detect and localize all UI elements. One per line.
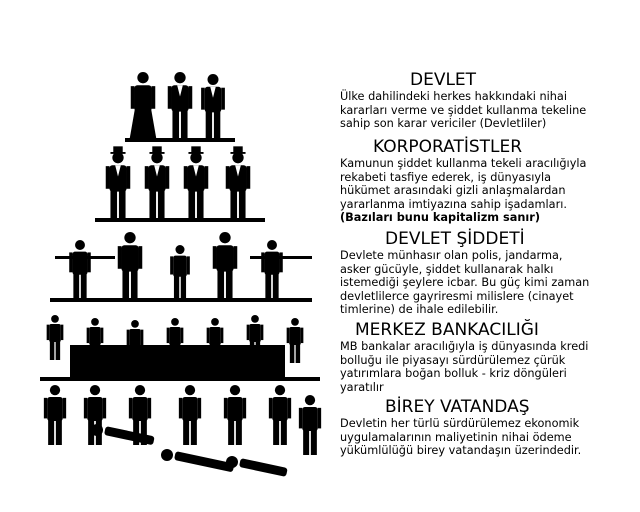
queen-figure (129, 72, 157, 138)
section-devlet-siddeti: DEVLET ŞİDDETİ Devlete münhasır olan pol… (340, 229, 635, 317)
tier-divider-corporatists (95, 218, 265, 222)
rifle-icon (250, 256, 312, 259)
section-devlet: DEVLET Ülke dahilindeki herkes hakkındak… (340, 70, 635, 131)
official-figure (201, 74, 225, 138)
line: hükümet arasındaki gizli anlaşmalardan (340, 184, 566, 198)
citizen-figure (43, 385, 67, 445)
line: uygulamalarının maliyetinin nihai ödeme (340, 430, 572, 444)
tier-divider-banking (40, 377, 320, 381)
section-merkez-bankaciligi: MERKEZ BANKACILIĞI MB bankalar aracılığı… (340, 320, 635, 394)
line: kararları verme ve şiddet kullanma tekel… (340, 103, 587, 117)
line: MB bankalar aracılığıyla iş dünyasında k… (340, 340, 589, 353)
soldier-figure (117, 232, 143, 298)
fallen-citizen-figure (91, 424, 155, 445)
line: yatırımlara boğan bolluk - kriz döngüler… (340, 367, 567, 381)
note: (Bazıları bunu kapitalizm sanır) (340, 211, 541, 225)
section-title: DEVLET (410, 70, 477, 90)
soldier-figure (261, 240, 283, 298)
citizen-figure (223, 385, 247, 445)
king-figure (167, 72, 193, 138)
line: Devletin her türlü sürdürülemez ekonomik (340, 417, 580, 430)
line: bolluğu ile piyasayı sürdürülemez çürük (340, 353, 566, 367)
citizen-figure (178, 385, 202, 445)
citizen-figure (83, 385, 107, 445)
line: rekabeti tasfiye ederek, iş dünyasıyla (340, 170, 552, 184)
businessman-figure (144, 146, 170, 218)
citizen-figure (298, 395, 322, 455)
line: devletlilerce gayriresmi milislere (cina… (340, 289, 574, 303)
section-title: BİREY VATANDAŞ (385, 397, 530, 417)
section-korporatistler: KORPORATİSTLER Kamunun şiddet kullanma t… (340, 137, 635, 225)
line: sahip son karar vericiler (Devletliler) (340, 117, 547, 131)
banker-figure (286, 318, 304, 363)
citizen-figure (128, 385, 152, 445)
line: yararlanma imtiyazına sahip işadamları. (340, 197, 567, 211)
fallen-citizen-figure (226, 456, 288, 477)
section-birey-vatandas: BİREY VATANDAŞ Devletin her türlü sürdür… (340, 397, 635, 458)
tier-divider-violence (50, 298, 312, 302)
tier-divider-state (125, 138, 235, 142)
businessman-figure (225, 146, 251, 218)
line: yükümlülüğü birey vatandaşın üzerindedir… (340, 444, 582, 458)
businessman-figure (183, 146, 209, 218)
soldier-figure (170, 245, 190, 298)
line: istemediği şeylere icbar. Bu güç kimi za… (340, 276, 590, 290)
pyramid-illustration (40, 72, 322, 477)
banker-figure (46, 315, 64, 360)
businessman-figure (105, 146, 131, 218)
soldier-figure (212, 232, 238, 298)
line: yaratılır (340, 380, 384, 394)
line: Devlete münhasır olan polis, jandarma, (340, 249, 563, 262)
rifle-icon (55, 256, 115, 259)
line: Kamunun şiddet kullanma tekeli aracılığı… (340, 157, 587, 170)
line: Ülke dahilindeki herkes hakkındaki nihai (340, 90, 567, 103)
line: asker gücüyle, şiddet kullanarak halkı (340, 262, 554, 276)
line: timlerine) de ihale edilebilir. (340, 303, 499, 317)
section-title: DEVLET ŞİDDETİ (385, 229, 525, 249)
banquet-table (70, 345, 285, 377)
section-title: MERKEZ BANKACILIĞI (355, 320, 539, 340)
soldier-figure (69, 240, 91, 298)
citizen-figure (268, 385, 292, 445)
fallen-citizen-figure (161, 449, 234, 472)
section-title: KORPORATİSTLER (373, 137, 523, 157)
